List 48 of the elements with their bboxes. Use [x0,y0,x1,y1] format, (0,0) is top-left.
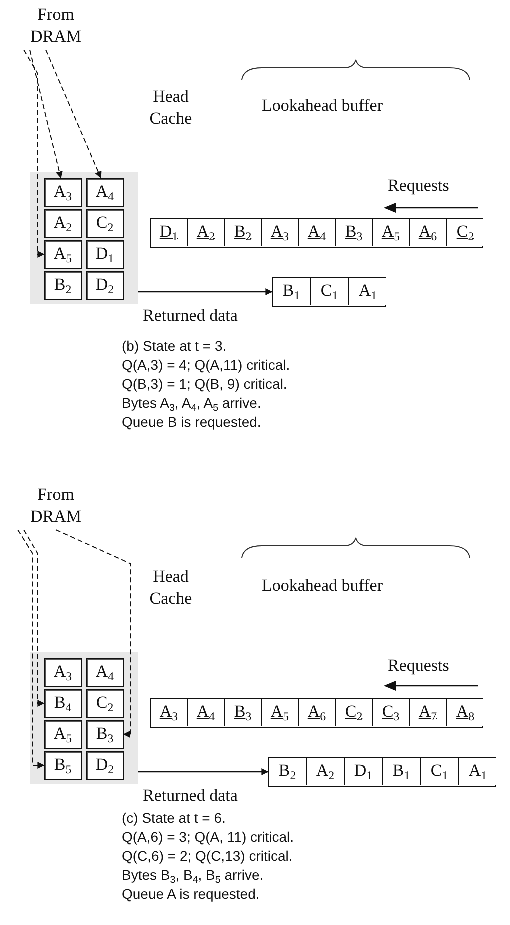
caption-line: Q(C,6) = 2; Q(C,13) critical. [122,848,293,864]
queue-cell: C$_{2}$ [86,689,124,718]
queue-cell: C$_{2}$ [86,209,124,238]
queue-cell: A$_{4}$ [86,178,124,207]
cache-heading: Head Cache [148,86,194,130]
queue-row [268,757,496,787]
arrow [24,530,45,707]
queue-cell: D$_{2}$ [86,271,124,300]
text-label: Returned data [143,306,238,326]
source-label: From DRAM [10,4,102,48]
queue-cell: D$_{1}$ [86,240,124,269]
queue-cell: D$_{2}$ [86,751,124,780]
caption-line: Q(B,3) = 1; Q(B, 9) critical. [122,376,288,392]
arrow [138,768,269,776]
caption-line: Q(A,3) = 4; Q(A,11) critical. [122,357,290,373]
arrow [138,288,273,296]
queue-cell: B$_{3}$ [86,720,124,749]
arrow [30,50,63,179]
arrow [18,530,45,769]
queue-cell: B$_{5}$ [44,751,82,780]
caption-line: Queue A is requested. [122,886,260,902]
arrow [46,50,102,179]
queue-cell: A$_{3}$ [44,658,82,687]
text-label: Lookahead buffer [262,96,383,116]
queue-cell: A$_{5}$ [44,240,82,269]
text-label: Requests [388,656,450,676]
queue-row [272,277,386,307]
queue-row [150,218,483,248]
caption-line: Bytes A$_{3}$, A$_{4}$, A$_{5}$ arrive. [122,395,262,411]
queue-row [150,698,483,728]
queue-cell: A$_{4}$ [86,658,124,687]
caption-line: Queue B is requested. [122,414,262,430]
source-label: From DRAM [10,484,102,528]
queue-cell: A$_{2}$ [44,209,82,238]
queue-cell: A$_{3}$ [44,178,82,207]
caption-line: (b) State at t = 3. [122,338,227,354]
caption-line: Bytes B$_{3}$, B$_{4}$, B$_{5}$ arrive. [122,867,264,883]
queue-cell: B$_{4}$ [44,689,82,718]
caption-line: (c) State at t = 6. [122,810,226,826]
caption-line: Q(A,6) = 3; Q(A, 11) critical. [122,829,294,845]
text-label: Requests [388,176,450,196]
arrow [56,530,132,738]
queue-cell: B$_{2}$ [44,271,82,300]
queue-cell: A$_{5}$ [44,720,82,749]
cache-heading: Head Cache [148,566,194,610]
text-label: Lookahead buffer [262,576,383,596]
text-label: Returned data [143,786,238,806]
arrow [24,50,45,258]
